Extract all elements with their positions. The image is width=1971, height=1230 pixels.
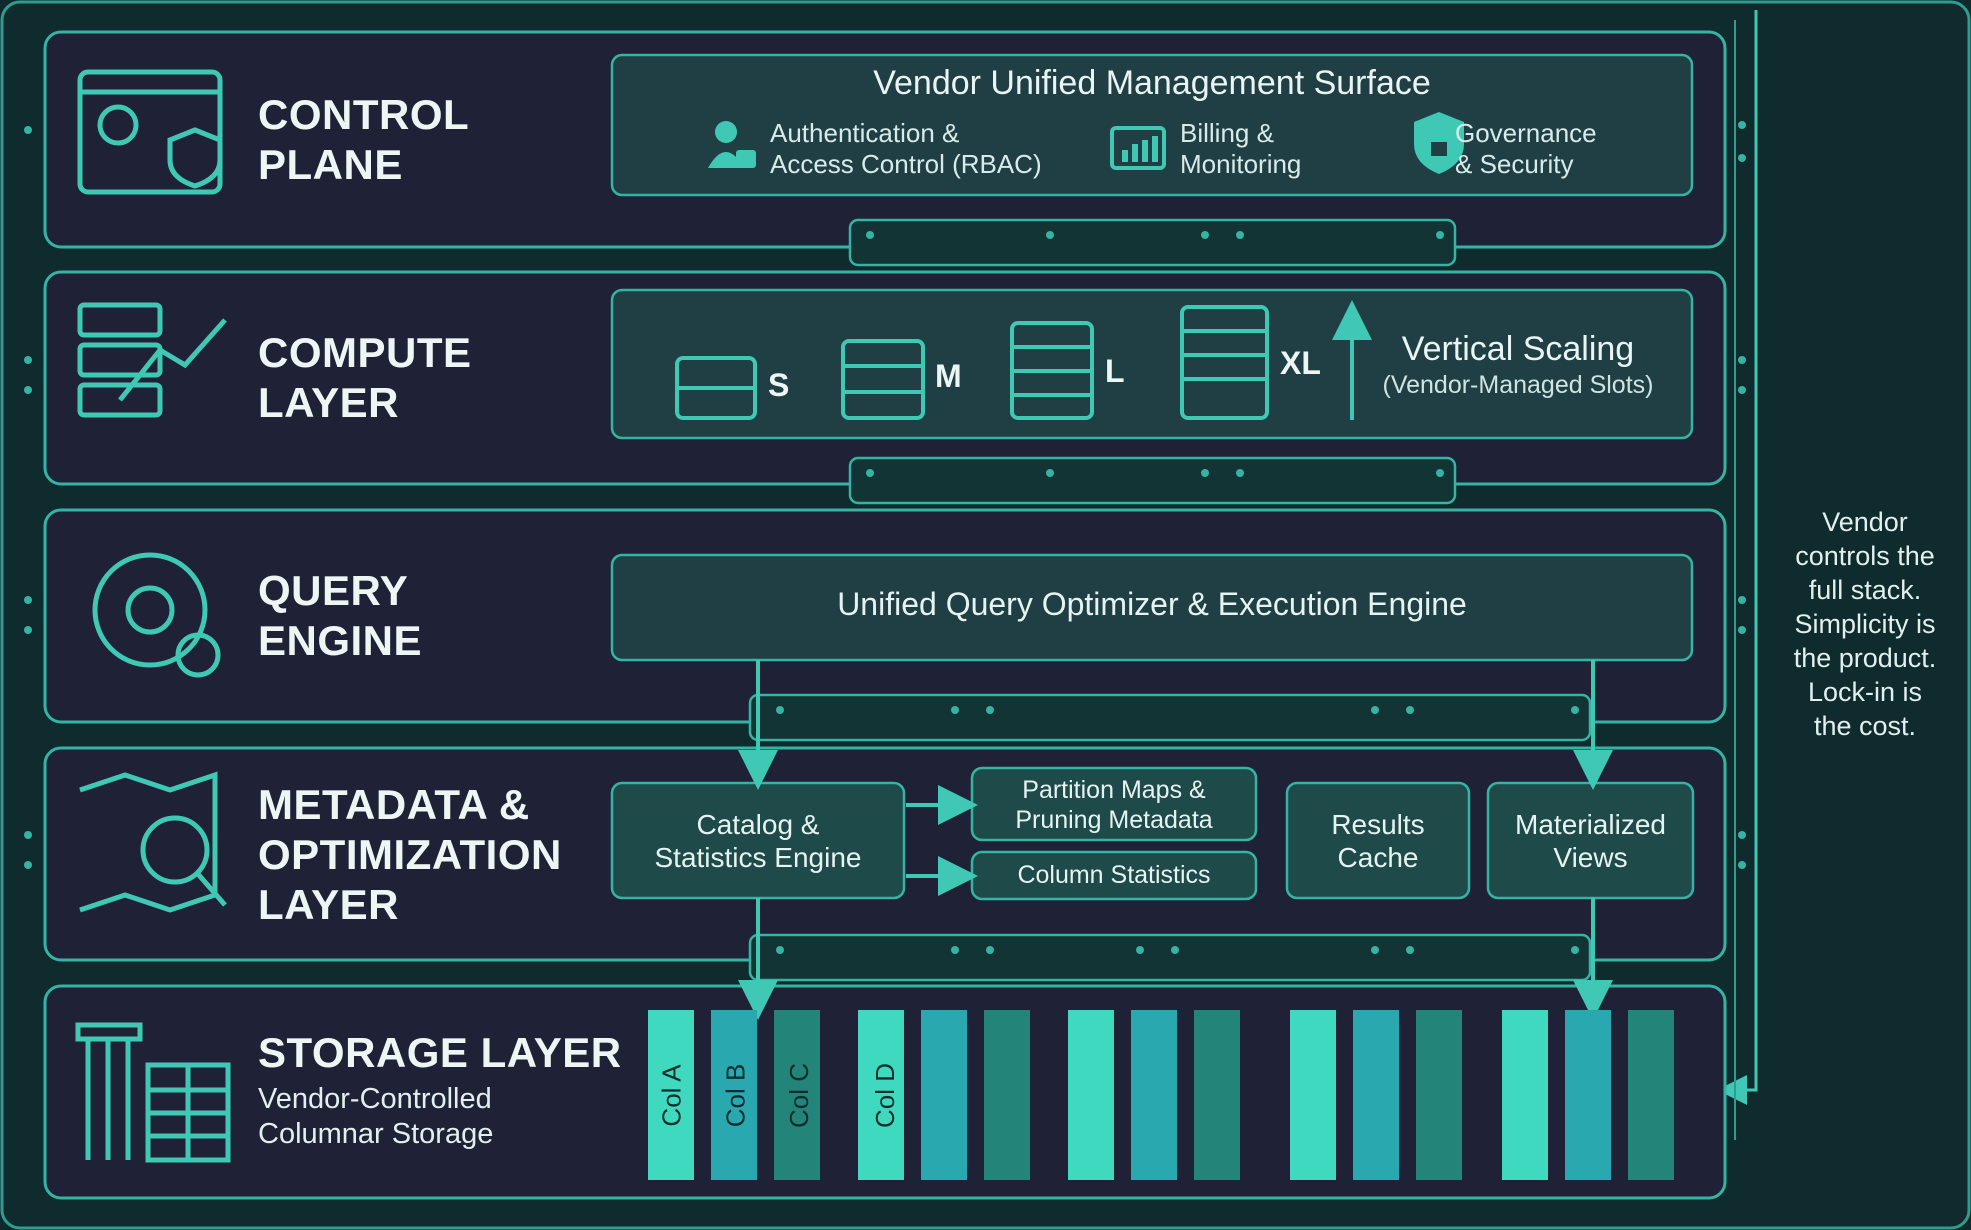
auth-label: Authentication &Access Control (RBAC) [770,118,1042,179]
billing-label: Billing &Monitoring [1180,118,1302,179]
feedback-arrow [1717,10,1758,1105]
partition-maps-label: Partition Maps &Pruning Metadata [1015,776,1213,834]
storage-subtitle-1: Vendor-Controlled [258,1083,492,1115]
col-c-label: Col C [784,1062,815,1129]
col-a-label: Col A [656,1064,687,1127]
storage-column-bar-2 [774,1010,820,1180]
management-surface-title: Vendor Unified Management Surface [873,64,1431,102]
catalog-engine-label: Catalog &Statistics Engine [654,809,862,873]
storage-layer-title: STORAGE LAYER [258,1029,622,1076]
storage-column-bar-12 [1502,1010,1548,1180]
size-l: L [1105,353,1125,389]
query-engine-label: Unified Query Optimizer & Execution Engi… [837,586,1467,622]
col-d-label: Col D [870,1062,901,1129]
storage-column-bar-9 [1290,1010,1336,1180]
size-xl: XL [1280,345,1321,381]
vertical-scaling-label: Vertical Scaling (Vendor-Managed Slots) [1382,330,1654,399]
storage-column-bar-8 [1194,1010,1240,1180]
storage-column-bar-1 [711,1010,757,1180]
storage-column-bar-6 [1068,1010,1114,1180]
storage-layer-title-block: STORAGE LAYER Vendor-Controlled Columnar… [258,1028,622,1152]
storage-column-bar-4 [921,1010,967,1180]
storage-column-bar-3 [858,1010,904,1180]
storage-column-bar-10 [1353,1010,1399,1180]
governance-label: Governance& Security [1455,118,1597,179]
query-engine-box [610,553,1694,662]
storage-column-bar-7 [1131,1010,1177,1180]
storage-column-bar-13 [1565,1010,1611,1180]
size-m: M [935,358,962,394]
compute-box [610,288,1694,440]
storage-subtitle-2: Columnar Storage [258,1118,494,1150]
storage-column-bar-11 [1416,1010,1462,1180]
col-b-label: Col B [720,1063,751,1128]
column-statistics-label: Column Statistics [1017,861,1211,889]
storage-column-bar-14 [1628,1010,1674,1180]
storage-column-bar-0 [648,1010,694,1180]
storage-column-bar-5 [984,1010,1030,1180]
size-s: S [768,367,790,403]
